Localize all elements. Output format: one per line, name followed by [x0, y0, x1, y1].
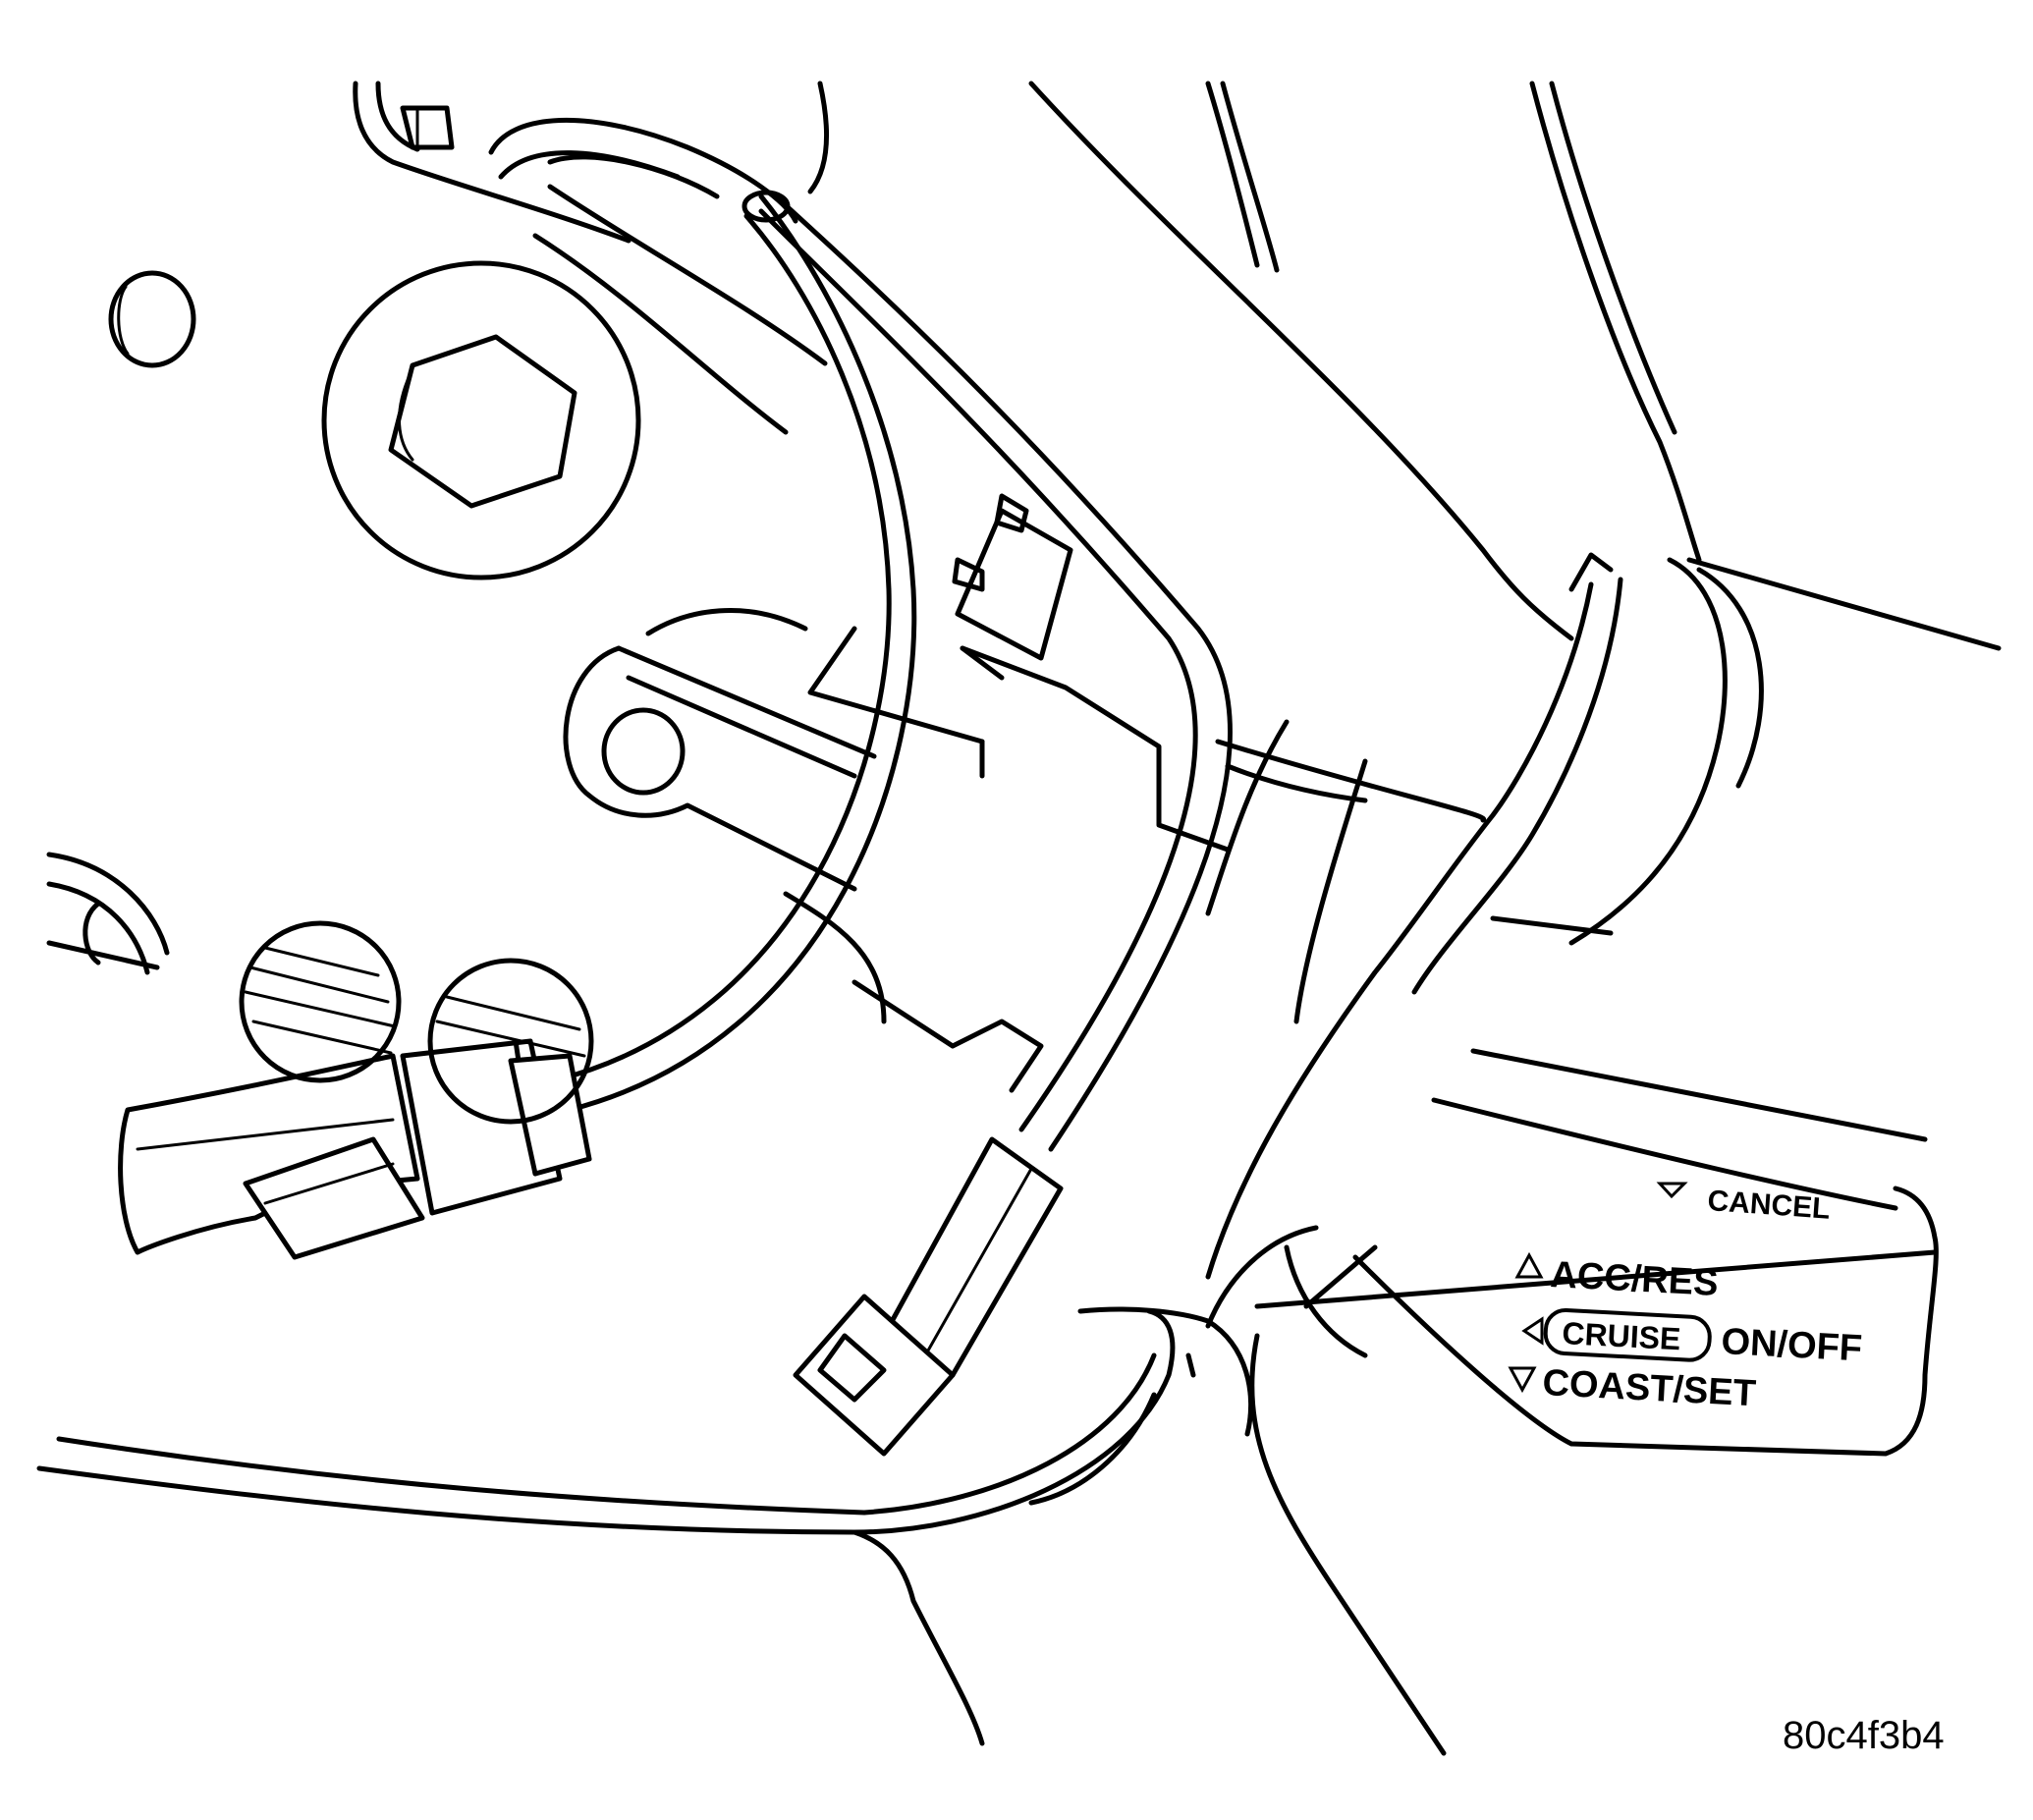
plug-hole [108, 270, 196, 368]
on-off-arrow-icon [1521, 1316, 1544, 1346]
cruise-control-lever [1254, 1048, 1939, 1457]
on-off-label: ON/OFF [1721, 1321, 1864, 1369]
pivot-bracket [563, 608, 877, 892]
cruise-badge-label: CRUISE [1562, 1315, 1682, 1356]
acc-res-arrow-icon [1514, 1251, 1544, 1279]
wiring-harness [488, 118, 1233, 1152]
cancel-arrow-icon [1656, 1182, 1688, 1199]
cruise-badge [1543, 1308, 1712, 1362]
coast-set-label: COAST/SET [1542, 1362, 1757, 1414]
harness-connector-small [793, 1136, 1064, 1457]
coast-set-arrow-icon [1508, 1366, 1537, 1394]
switch-legend: CANCEL ACC/RES CRUISE ON/OFF COAST/SET [1508, 1182, 1864, 1414]
column-openings [46, 852, 594, 1125]
acc-res-label: ACC/RES [1550, 1254, 1720, 1304]
column-shroud [1028, 81, 2002, 1280]
clip-connector [952, 493, 1073, 661]
switch-mounting-plate [783, 626, 1487, 1093]
lower-trim-panels [36, 1225, 1447, 1756]
hex-bolt [321, 260, 641, 580]
steering-column-housing [353, 81, 829, 435]
figure-code: 80c4f3b4 [1783, 1714, 1945, 1757]
harness-connector-left [118, 1038, 592, 1260]
